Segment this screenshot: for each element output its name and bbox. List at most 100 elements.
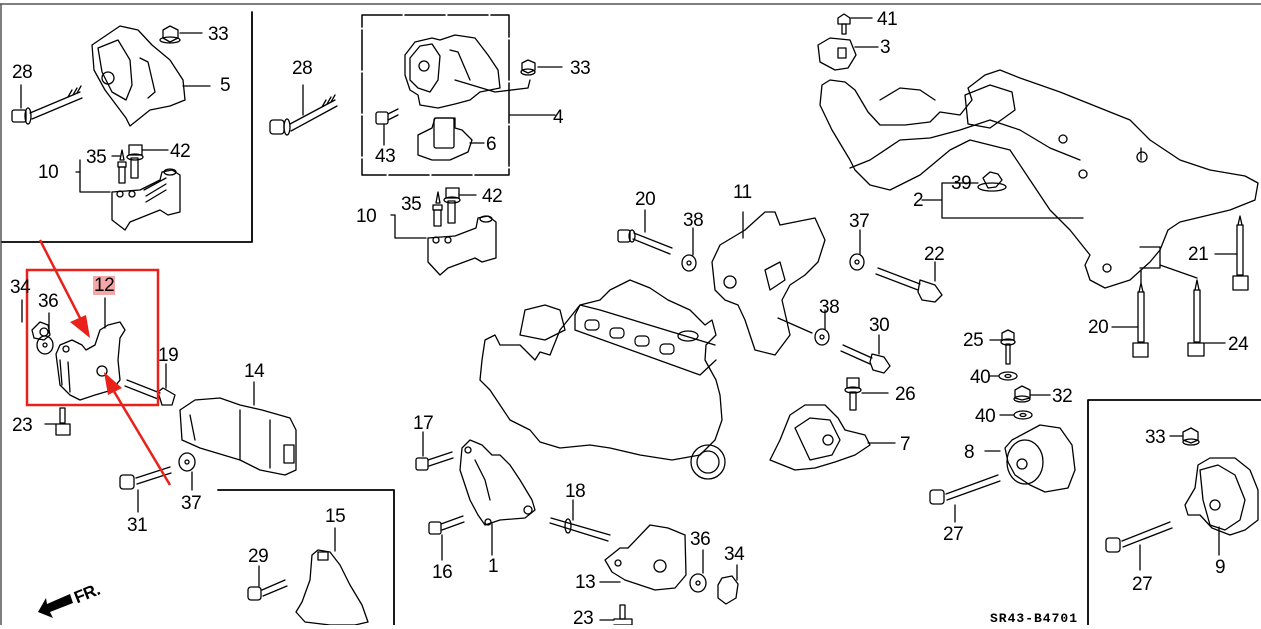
- callout-30: 30: [869, 315, 890, 336]
- callout-14: 14: [244, 361, 265, 382]
- part-28-bolt-b: [269, 84, 338, 136]
- callout-10: 10: [356, 206, 377, 227]
- callout-33: 33: [1145, 427, 1166, 448]
- highlight-arrow-2-head: [104, 372, 122, 395]
- callout-2: 2: [913, 190, 924, 211]
- group-box-top-left: [1, 11, 253, 243]
- callout-4: 4: [553, 107, 564, 128]
- callout-18: 18: [565, 481, 586, 502]
- callout-42: 42: [482, 186, 503, 207]
- callout-36: 36: [38, 291, 59, 312]
- callout-6: 6: [486, 134, 497, 155]
- part-7-mount: [769, 404, 896, 471]
- callout-7: 7: [900, 434, 911, 455]
- callout-23: 23: [12, 415, 33, 436]
- highlight-overlay: [25, 239, 172, 486]
- part-39-nut: [977, 171, 1007, 192]
- part-16-bolt: [428, 515, 465, 561]
- callout-22: 22: [924, 244, 945, 265]
- part-36-washer-b: [689, 549, 707, 593]
- front-direction-arrow-icon: [38, 594, 73, 618]
- callout-41: 41: [877, 9, 898, 30]
- part-26-bolt: [844, 377, 889, 411]
- highlight-arrow-1-head: [70, 315, 90, 338]
- part-1-bracket: [459, 439, 536, 556]
- part-14-bracket: [179, 381, 297, 476]
- part-24-bolt: [1159, 264, 1226, 357]
- callout-1: 1: [488, 556, 499, 577]
- part-33-nut-b: [520, 59, 563, 76]
- callout-15: 15: [325, 506, 346, 527]
- callout-40: 40: [970, 367, 991, 388]
- callout-29: 29: [248, 546, 269, 567]
- part-19-stud: [124, 363, 176, 406]
- group-box-bottom-right: [1087, 399, 1261, 625]
- part-38-washer-a: [681, 227, 697, 272]
- callout-42: 42: [170, 141, 191, 162]
- callout-34: 34: [724, 544, 745, 565]
- part-35-stud-a: [111, 149, 127, 184]
- callout-19: 19: [158, 345, 179, 366]
- part-32-nut: [1013, 385, 1051, 403]
- part-5-engine-mount: [91, 25, 211, 127]
- part-13-bracket: [599, 524, 687, 591]
- part-21-bolt: [1214, 215, 1249, 291]
- part-23-bolt-a: [44, 407, 71, 436]
- callout-39: 39: [951, 173, 972, 194]
- part-41-bolt: [837, 13, 873, 35]
- callout-33: 33: [570, 58, 591, 79]
- part-42-bolt-a: [126, 144, 169, 179]
- callout-13: 13: [575, 572, 596, 593]
- group-box-top-center: [361, 14, 510, 176]
- callout-37: 37: [181, 493, 202, 514]
- part-3-mount: [817, 37, 879, 71]
- callout-10: 10: [38, 162, 59, 183]
- part-27-bolt-b: [1105, 521, 1173, 571]
- part-20-bolt-a: [617, 209, 673, 255]
- callout-16: 16: [432, 562, 453, 583]
- callout-8: 8: [964, 442, 975, 463]
- callout-43: 43: [375, 146, 396, 167]
- part-17-bolt: [415, 431, 454, 471]
- part-23-bolt-b: [599, 604, 633, 625]
- engine-block: [479, 279, 726, 480]
- callout-33: 33: [208, 24, 229, 45]
- callout-12-highlighted: 12: [93, 275, 116, 296]
- callout-25: 25: [963, 330, 984, 351]
- part-2-subframe: [819, 69, 1259, 289]
- callout-3: 3: [880, 37, 891, 58]
- part-15-bracket: [295, 527, 369, 625]
- callout-36: 36: [690, 529, 711, 550]
- callout-28: 28: [12, 62, 33, 83]
- callout-26: 26: [895, 384, 916, 405]
- part-38-washer-b: [814, 309, 830, 346]
- callout-9: 9: [1215, 557, 1226, 578]
- part-6-bracket: [417, 117, 485, 161]
- callout-31: 31: [127, 515, 148, 536]
- part-33-nut-a: [159, 25, 203, 44]
- callout-27: 27: [1132, 574, 1153, 595]
- callout-28: 28: [292, 58, 313, 79]
- part-8-mount: [984, 424, 1076, 493]
- part-37-washer-b: [849, 229, 865, 271]
- part-40-washer-b: [999, 410, 1033, 420]
- part-42-bolt-b: [443, 187, 477, 224]
- part-9-mount: [1184, 457, 1259, 556]
- callout-5: 5: [220, 75, 231, 96]
- part-11-bracket: [711, 211, 826, 356]
- callout-20: 20: [635, 189, 656, 210]
- part-25-bolt: [989, 329, 1016, 365]
- part-37-washer-a: [178, 452, 196, 491]
- diagram-code: SR43-B4701: [990, 611, 1079, 626]
- callout-34: 34: [10, 277, 31, 298]
- highlight-arrow-1-shaft: [38, 239, 82, 319]
- part-30-bolt: [840, 334, 891, 374]
- part-28-bolt-a: [11, 84, 83, 125]
- callout-40: 40: [975, 406, 996, 427]
- part-40-washer-a: [989, 371, 1018, 381]
- callout-35: 35: [86, 147, 107, 168]
- part-36-washer-a: [36, 312, 54, 355]
- callout-24: 24: [1228, 334, 1249, 355]
